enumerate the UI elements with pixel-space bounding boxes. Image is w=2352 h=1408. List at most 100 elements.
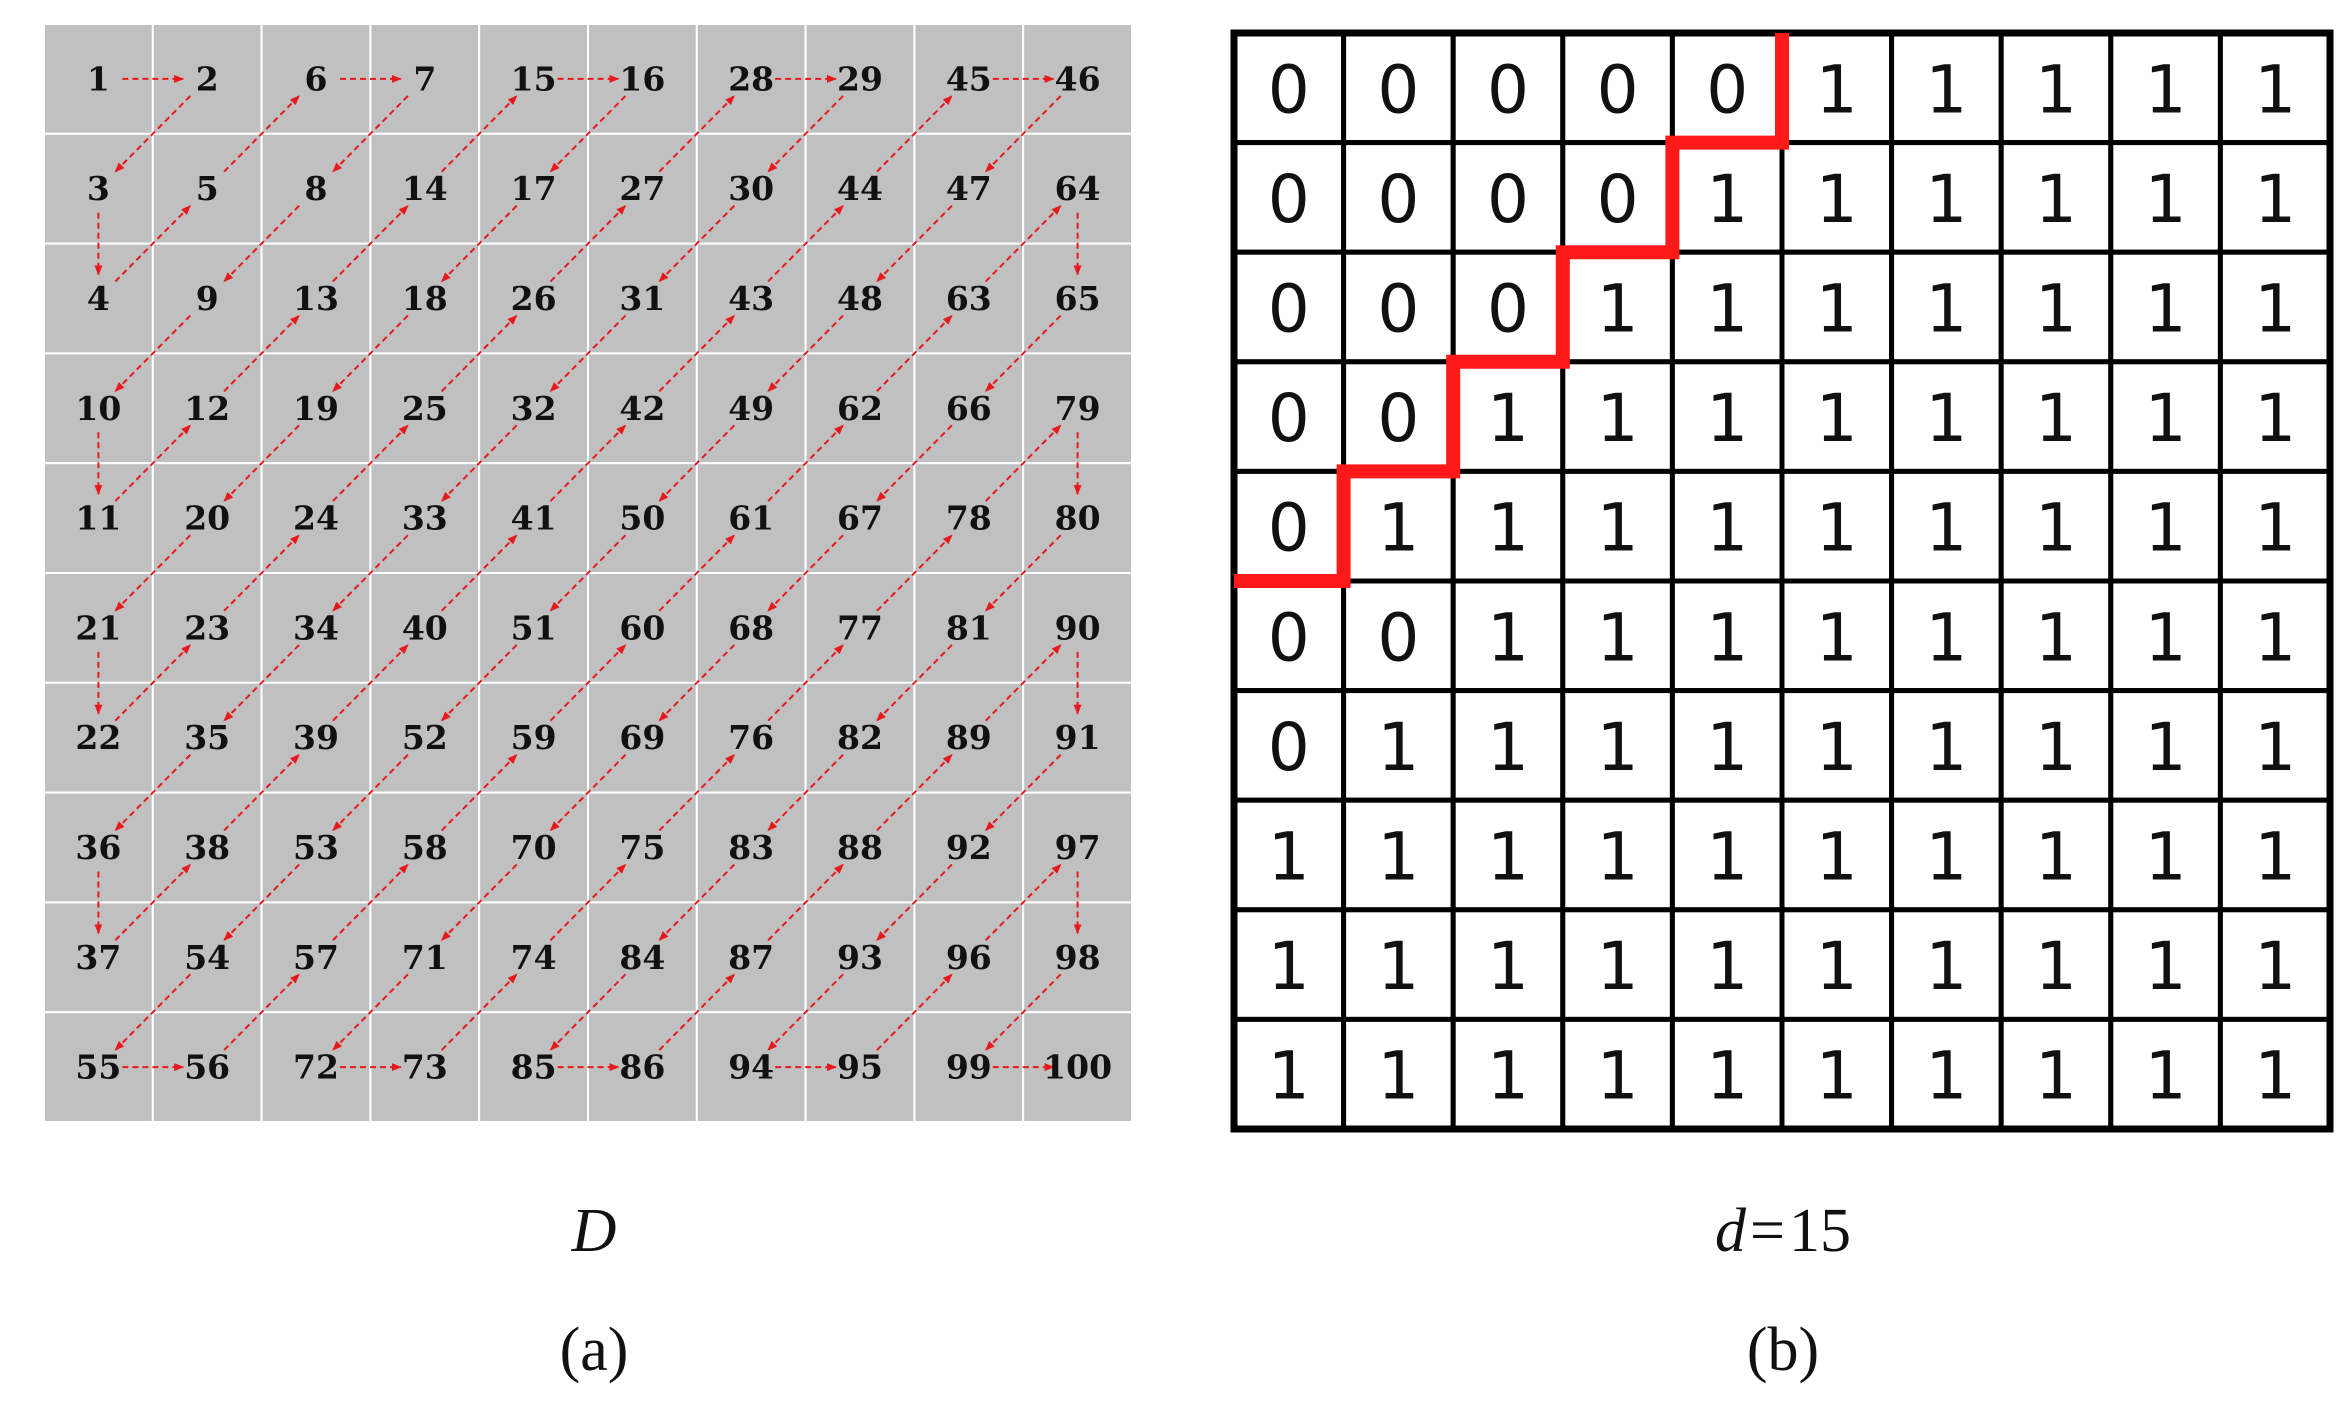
b-value-r6-c7: 1 [2035, 709, 2077, 786]
a-number-55: 55 [75, 1048, 121, 1087]
b-value-r6-c9: 1 [2254, 709, 2296, 786]
a-cell-r2-c7 [804, 242, 916, 355]
b-value-r3-c2: 1 [1487, 380, 1529, 457]
a-cell-r2-c8 [913, 242, 1025, 355]
a-number-94: 94 [728, 1048, 774, 1087]
a-number-81: 81 [946, 608, 992, 647]
a-number-54: 54 [184, 938, 230, 977]
a-arrow-23-to-24 [223, 534, 300, 612]
a-arrow-93-to-94 [767, 973, 844, 1051]
b-value-r5-c3: 1 [1597, 599, 1639, 676]
a-cell-r8-c1 [151, 901, 263, 1014]
a-number-68: 68 [728, 608, 774, 647]
b-cell-r8-c8 [2108, 907, 2223, 1022]
a-number-23: 23 [184, 608, 230, 647]
b-cell-r5-c4 [1669, 578, 1785, 694]
a-number-37: 37 [75, 938, 121, 977]
b-cell-r6-c1 [1341, 688, 1456, 803]
a-number-9: 9 [196, 279, 219, 318]
a-number-57: 57 [293, 938, 339, 977]
b-value-r9-c6: 1 [1925, 1038, 1967, 1115]
a-cell-r9-c5 [587, 1011, 698, 1124]
b-value-r4-c9: 1 [2254, 490, 2296, 567]
a-cell-r6-c0 [43, 681, 154, 794]
a-arrow-96-to-97 [984, 863, 1062, 941]
b-value-r5-c6: 1 [1925, 599, 1967, 676]
a-number-59: 59 [511, 718, 557, 757]
b-value-r5-c9: 1 [2254, 599, 2296, 676]
a-arrow-46-to-47 [984, 95, 1062, 173]
b-value-r8-c2: 1 [1487, 928, 1529, 1005]
b-value-r3-c3: 1 [1597, 380, 1639, 457]
b-value-r1-c4: 1 [1706, 161, 1748, 238]
a-number-72: 72 [293, 1048, 339, 1087]
b-value-r4-c8: 1 [2145, 490, 2187, 567]
b-value-r0-c9: 1 [2254, 51, 2296, 128]
a-cell-r9-c3 [369, 1011, 481, 1124]
a-number-1: 1 [87, 59, 110, 98]
b-cell-r1-c6 [1889, 140, 2004, 255]
a-arrow-17-to-18 [440, 205, 518, 283]
panel-a-zigzag-arrows [94, 74, 1082, 1072]
a-number-10: 10 [75, 389, 121, 428]
a-cell-r5-c2 [260, 572, 372, 684]
b-value-r5-c2: 1 [1487, 599, 1529, 676]
a-number-82: 82 [837, 718, 883, 757]
a-number-92: 92 [946, 828, 992, 867]
a-number-40: 40 [402, 608, 448, 647]
b-value-r6-c6: 1 [1925, 709, 1967, 786]
panel-b-label-var: d [1715, 1197, 1747, 1265]
b-value-r4-c7: 1 [2035, 490, 2077, 567]
a-cell-r7-c4 [478, 791, 590, 904]
a-cell-r3-c6 [695, 352, 807, 465]
b-value-r8-c4: 1 [1706, 928, 1748, 1005]
b-value-r0-c5: 1 [1816, 51, 1858, 128]
a-number-15: 15 [511, 59, 557, 98]
a-number-18: 18 [402, 279, 448, 318]
a-arrow-84-to-85 [549, 973, 627, 1051]
a-arrow-34-to-35 [223, 644, 300, 722]
b-value-r1-c8: 1 [2145, 161, 2187, 238]
a-cell-r4-c7 [804, 462, 916, 575]
a-number-63: 63 [946, 279, 992, 318]
b-cell-r8-c3 [1560, 907, 1675, 1022]
b-value-r2-c2: 0 [1487, 271, 1529, 348]
b-cell-r7-c8 [2108, 797, 2223, 913]
a-cell-r5-c5 [587, 572, 698, 684]
a-number-2: 2 [196, 59, 219, 98]
a-arrow-58-to-59 [440, 754, 518, 832]
a-cell-r5-c3 [369, 572, 481, 684]
a-arrow-57-to-58 [332, 863, 409, 941]
a-arrow-77-to-78 [876, 534, 953, 612]
b-value-r4-c1: 1 [1377, 490, 1419, 567]
a-cell-r1-c1 [151, 132, 263, 245]
a-cell-r3-c5 [587, 352, 698, 465]
panel-b-label-val: 15 [1789, 1197, 1851, 1265]
b-value-r9-c5: 1 [1816, 1038, 1858, 1115]
b-value-r0-c6: 1 [1925, 51, 1967, 128]
a-cell-r1-c3 [369, 132, 481, 245]
a-arrow-2-to-3 [114, 95, 192, 173]
b-value-r1-c5: 1 [1816, 161, 1858, 238]
a-number-35: 35 [184, 718, 230, 757]
b-value-r0-c7: 1 [2035, 51, 2077, 128]
b-value-r8-c7: 1 [2035, 928, 2077, 1005]
a-number-64: 64 [1055, 169, 1101, 208]
b-value-r8-c9: 1 [2254, 928, 2296, 1005]
a-number-90: 90 [1055, 608, 1101, 647]
a-cell-r4-c2 [260, 462, 372, 575]
a-number-25: 25 [402, 389, 448, 428]
b-value-r3-c4: 1 [1706, 380, 1748, 457]
a-number-95: 95 [837, 1048, 883, 1087]
b-cell-r9-c7 [1998, 1016, 2114, 1132]
b-value-r4-c5: 1 [1816, 490, 1858, 567]
a-number-70: 70 [511, 828, 557, 867]
a-number-28: 28 [728, 59, 774, 98]
a-number-45: 45 [946, 59, 992, 98]
b-value-r2-c3: 1 [1597, 271, 1639, 348]
b-value-r6-c5: 1 [1816, 709, 1858, 786]
a-number-77: 77 [837, 608, 883, 647]
a-cell-r4-c5 [587, 462, 698, 575]
panel-b-caption: (b) [1747, 1316, 1819, 1384]
a-arrow-5-to-6 [223, 95, 300, 173]
